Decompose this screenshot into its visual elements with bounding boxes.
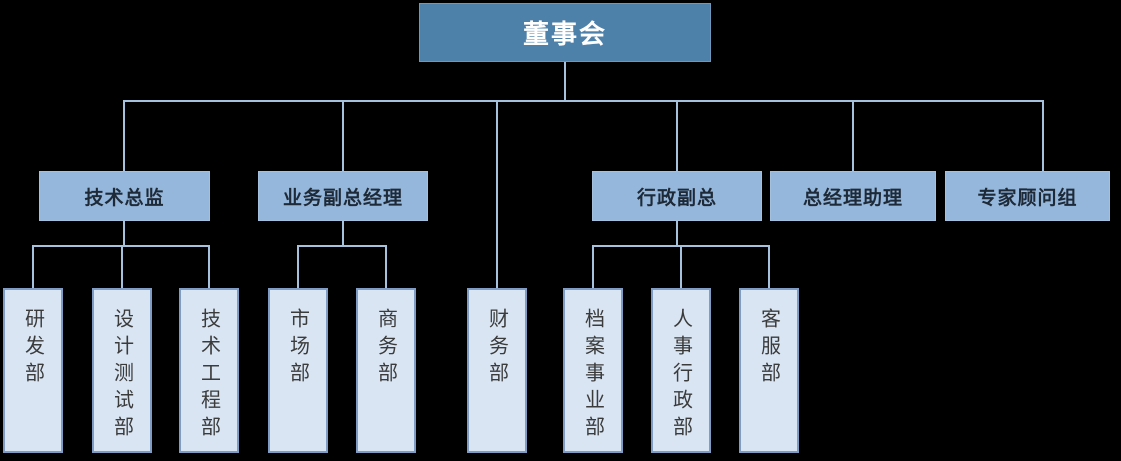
connector-line: [342, 221, 344, 247]
org-node-tech-director[interactable]: 技术总监: [39, 171, 210, 221]
connector-line: [768, 245, 770, 288]
connector-line: [1042, 100, 1044, 171]
org-node-expert-advisory-group[interactable]: 专家顾问组: [945, 171, 1110, 221]
org-node-label: 研发部: [21, 308, 44, 389]
org-node-label: 设计测试部: [110, 308, 133, 443]
org-node-board[interactable]: 董事会: [419, 3, 711, 62]
org-node-label: 档案事业部: [581, 308, 604, 443]
org-node-label: 商务部: [374, 308, 397, 389]
connector-line: [496, 100, 498, 288]
connector-line: [32, 245, 34, 288]
org-node-label: 业务副总经理: [282, 187, 403, 209]
connector-line: [123, 221, 125, 247]
connector-line: [592, 245, 594, 288]
org-node-label: 技术总监: [84, 187, 165, 209]
connector-line: [123, 100, 125, 171]
connector-line: [121, 245, 123, 288]
org-node-business-deputy-gm[interactable]: 业务副总经理: [258, 171, 428, 221]
connector-line: [564, 62, 566, 102]
connector-line: [297, 245, 387, 247]
org-node-design-testing-dept[interactable]: 设计测试部: [92, 288, 152, 453]
org-node-hr-admin-dept[interactable]: 人事行政部: [651, 288, 711, 453]
org-node-label: 市场部: [286, 308, 309, 389]
org-node-marketing-dept[interactable]: 市场部: [268, 288, 328, 453]
org-node-label: 总经理助理: [802, 187, 903, 209]
connector-line: [123, 100, 1044, 102]
org-node-rnd-dept[interactable]: 研发部: [3, 288, 63, 453]
org-node-finance-dept[interactable]: 财务部: [467, 288, 527, 453]
org-node-label: 专家顾问组: [977, 187, 1078, 209]
org-node-gm-assistant[interactable]: 总经理助理: [770, 171, 936, 221]
connector-line: [852, 100, 854, 171]
connector-line: [680, 245, 682, 288]
org-node-customer-service-dept[interactable]: 客服部: [739, 288, 799, 453]
org-node-label: 董事会: [522, 19, 607, 49]
org-node-label: 财务部: [485, 308, 508, 389]
connector-line: [208, 245, 210, 288]
org-node-business-affairs-dept[interactable]: 商务部: [356, 288, 416, 453]
connector-line: [676, 100, 678, 171]
org-node-label: 行政副总: [636, 187, 717, 209]
connector-line: [385, 245, 387, 288]
connector-line: [676, 221, 678, 247]
org-node-admin-deputy-gm[interactable]: 行政副总: [592, 171, 762, 221]
org-node-label: 客服部: [757, 308, 780, 389]
org-node-archives-dept[interactable]: 档案事业部: [563, 288, 623, 453]
connector-line: [342, 100, 344, 171]
org-node-tech-engineering-dept[interactable]: 技术工程部: [179, 288, 239, 453]
org-node-label: 技术工程部: [197, 308, 220, 443]
connector-line: [297, 245, 299, 288]
org-node-label: 人事行政部: [669, 308, 692, 443]
